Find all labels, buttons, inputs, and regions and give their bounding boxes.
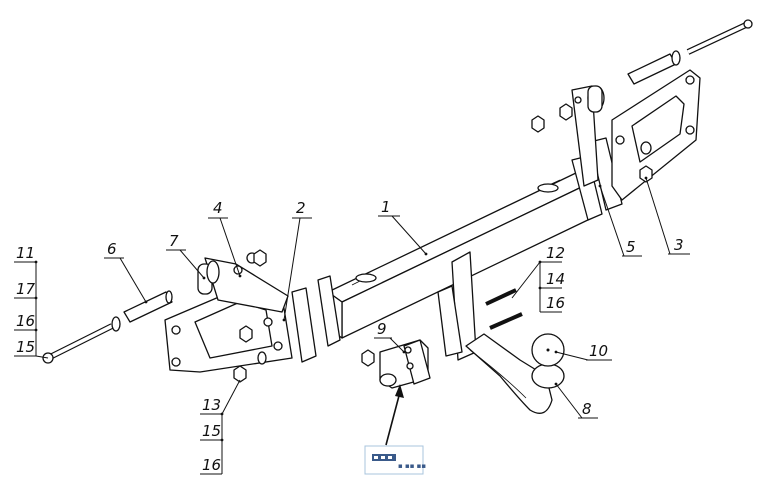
right-upper-bracket xyxy=(571,85,605,187)
label-5: 5 xyxy=(626,238,636,256)
nut-washer-set xyxy=(233,103,653,383)
callout-5: 5 xyxy=(598,184,642,257)
callout-3: 3 xyxy=(644,176,690,255)
label-4: 4 xyxy=(213,199,223,217)
callout-4: 4 xyxy=(208,199,242,278)
callout-1: 1 xyxy=(378,198,428,256)
tow-ball-mount xyxy=(437,251,565,414)
callout-9: 9 xyxy=(374,320,406,354)
label-8: 8 xyxy=(582,400,592,418)
label-16-bottom: 16 xyxy=(202,456,221,474)
label-6: 6 xyxy=(107,240,117,258)
label-14: 14 xyxy=(546,270,565,288)
callout-7: 7 xyxy=(166,232,206,280)
label-16-middle: 16 xyxy=(546,294,565,312)
left-bolt-assembly xyxy=(42,290,173,364)
callout-2: 2 xyxy=(282,199,312,322)
label-7: 7 xyxy=(169,232,179,250)
callout-stack-middle: 12 14 16 xyxy=(511,244,565,313)
callout-10: 10 xyxy=(554,342,612,361)
label-16-left: 16 xyxy=(16,312,35,330)
label-11: 11 xyxy=(16,244,35,262)
socket-arrow xyxy=(385,384,404,446)
right-bolt-assembly xyxy=(627,19,753,85)
label-13: 13 xyxy=(202,396,221,414)
inset-caption: ▪ ▪▪ ▪▪ xyxy=(398,462,426,470)
label-10: 10 xyxy=(589,342,608,360)
right-side-bracket xyxy=(611,69,701,201)
left-upper-bracket xyxy=(197,252,289,313)
callout-stack-left: 11 17 16 15 xyxy=(14,244,49,359)
label-15-bottom: 15 xyxy=(202,422,221,440)
socket-holder xyxy=(361,339,431,389)
left-side-bracket xyxy=(164,287,293,373)
callout-8: 8 xyxy=(554,382,598,419)
callout-stack-bottom: 13 15 16 xyxy=(200,379,241,475)
label-12: 12 xyxy=(546,244,565,262)
label-17: 17 xyxy=(16,280,36,298)
label-9: 9 xyxy=(377,320,387,338)
crossbar-end-plate-left xyxy=(291,275,341,363)
socket-inset-callout: ▪ ▪▪ ▪▪ xyxy=(364,445,426,475)
label-3: 3 xyxy=(674,236,684,254)
label-2: 2 xyxy=(296,199,306,217)
label-1: 1 xyxy=(381,198,391,216)
label-15-left: 15 xyxy=(16,338,35,356)
callout-6: 6 xyxy=(104,240,148,304)
